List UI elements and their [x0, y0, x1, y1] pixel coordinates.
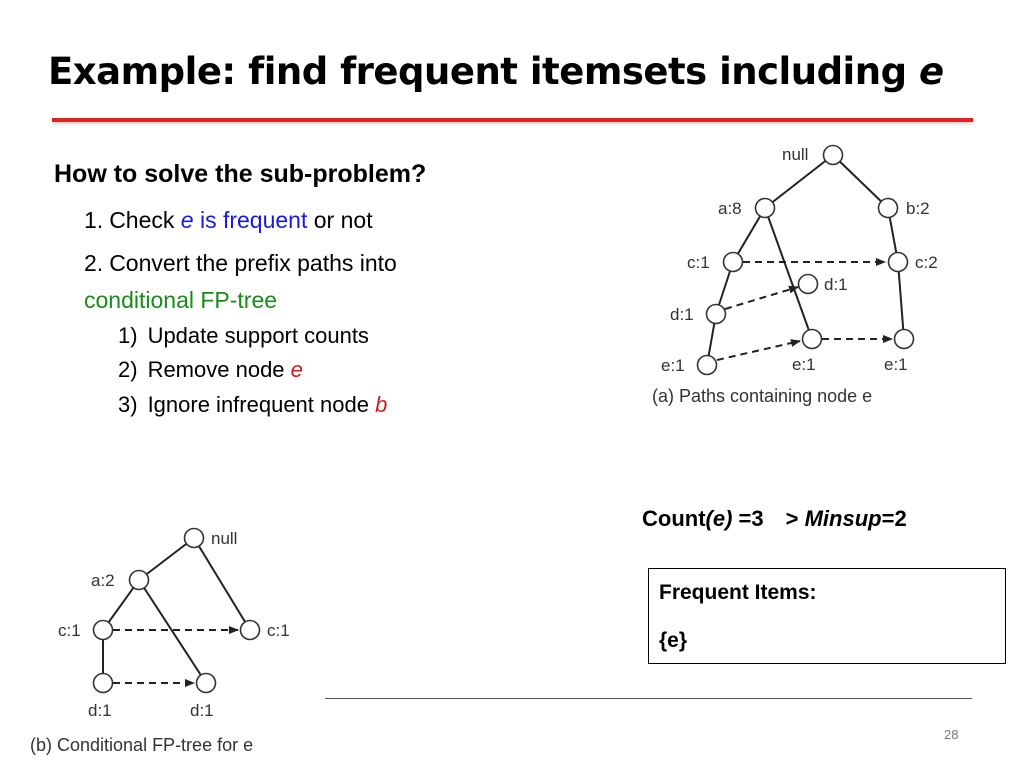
step-2-text: Convert the prefix paths into [109, 250, 397, 276]
substep-3-text: Ignore infrequent node [147, 392, 376, 417]
node-d1-mid [797, 273, 819, 295]
node-a8 [754, 197, 776, 219]
label-b-d1-left: d:1 [88, 701, 112, 720]
step-2: 2.Convert the prefix paths into [84, 250, 397, 277]
slide-title: Example: find frequent itemsets includin… [48, 50, 944, 93]
count-item: (e) [705, 506, 733, 531]
label-e1-left: e:1 [661, 356, 685, 375]
label-d1-left: d:1 [670, 305, 694, 324]
node-b-d1-left [92, 672, 114, 694]
substep-3-number: 3) [118, 392, 138, 417]
frequent-items-box: Frequent Items: {e} [648, 568, 1006, 664]
page-number: 28 [944, 727, 959, 742]
substep-2-item: e [290, 357, 303, 382]
count-gt: > [785, 506, 805, 531]
node-d1-left [705, 303, 727, 325]
link-d1-d1 [724, 285, 799, 310]
label-a8: a:8 [718, 199, 742, 218]
node-b2 [877, 197, 899, 219]
caption-a: (a) Paths containing node e [652, 386, 872, 406]
label-b-c1-right: c:1 [267, 621, 290, 640]
edge-null-a8 [764, 154, 834, 209]
step-1-item: e [180, 207, 194, 233]
node-b-c1-left [92, 619, 114, 641]
node-b-c1-right [239, 619, 261, 641]
title-underline [52, 118, 973, 122]
node-e1-left [696, 354, 718, 376]
label-b-d1-right: d:1 [190, 701, 214, 720]
count-label: Count [642, 506, 706, 531]
minsup-label: Minsup [804, 506, 882, 531]
edge-a8-c1 [732, 207, 766, 263]
title-text: Example: find frequent itemsets includin… [48, 50, 919, 93]
step-1-number: 1. [84, 207, 104, 233]
node-b-null [183, 527, 205, 549]
diagram-b-labels: null a:2 c:1 c:1 d:1 d:1 (b) Conditional… [30, 529, 290, 755]
frequent-items-value: {e} [659, 629, 688, 652]
minsup-value: =2 [881, 506, 907, 531]
edge-null-b2 [832, 154, 889, 209]
step-1-frequent: is frequent [193, 207, 308, 233]
edge-a2-d1-right [138, 579, 207, 684]
node-c1 [722, 251, 744, 273]
step-1-post: or not [307, 207, 373, 233]
label-c2: c:2 [915, 253, 938, 272]
step-2-highlight: conditional FP-tree [84, 287, 278, 313]
substep-3: 3) Ignore infrequent node b [118, 392, 387, 418]
substep-1: 1) Update support counts [118, 323, 369, 349]
count-line: Count(e) =3 > Minsup=2 [642, 506, 907, 532]
sub-problem-heading: How to solve the sub-problem? [54, 160, 427, 188]
node-c2 [887, 251, 909, 273]
label-b2: b:2 [906, 199, 930, 218]
label-c1: c:1 [687, 253, 710, 272]
label-d1-mid: d:1 [824, 275, 848, 294]
substep-3-item: b [375, 392, 388, 417]
node-null [822, 144, 844, 166]
node-b-a2 [128, 569, 150, 591]
node-b-d1-right [195, 672, 217, 694]
substep-1-text: Update support counts [147, 323, 369, 348]
label-null: null [782, 145, 808, 164]
diagram-a [696, 144, 915, 376]
edge-a8-e1-mid [764, 207, 813, 340]
frequent-items-label: Frequent Items: [659, 581, 817, 604]
edge-c2-e1-right [897, 261, 905, 340]
label-b-c1-left: c:1 [58, 621, 81, 640]
title-item: e [918, 50, 944, 93]
caption-b: (b) Conditional FP-tree for e [30, 735, 253, 755]
step-1-pre: Check [109, 207, 181, 233]
diagram-a-labels: null a:8 b:2 c:1 c:2 d:1 d:1 e:1 e:1 e:1… [652, 145, 938, 406]
substep-2-text: Remove node [147, 357, 291, 382]
edge-null-c1-right [193, 537, 251, 631]
node-e1-right [893, 328, 915, 350]
step-1: 1.Check e is frequent or not [84, 207, 373, 234]
link-e1-e1 [716, 339, 801, 361]
label-e1-right: e:1 [884, 355, 908, 374]
label-b-null: null [211, 529, 237, 548]
step-2-number: 2. [84, 250, 104, 276]
label-b-a2: a:2 [91, 571, 115, 590]
node-e1-mid [801, 328, 823, 350]
substep-2: 2) Remove node e [118, 357, 303, 383]
substep-2-number: 2) [118, 357, 138, 382]
edge-null-a2 [138, 537, 195, 581]
label-e1-mid: e:1 [792, 355, 816, 374]
footer-divider [325, 698, 972, 699]
diagram-b [92, 527, 261, 694]
count-value: =3 [732, 506, 764, 531]
substep-1-number: 1) [118, 323, 138, 348]
